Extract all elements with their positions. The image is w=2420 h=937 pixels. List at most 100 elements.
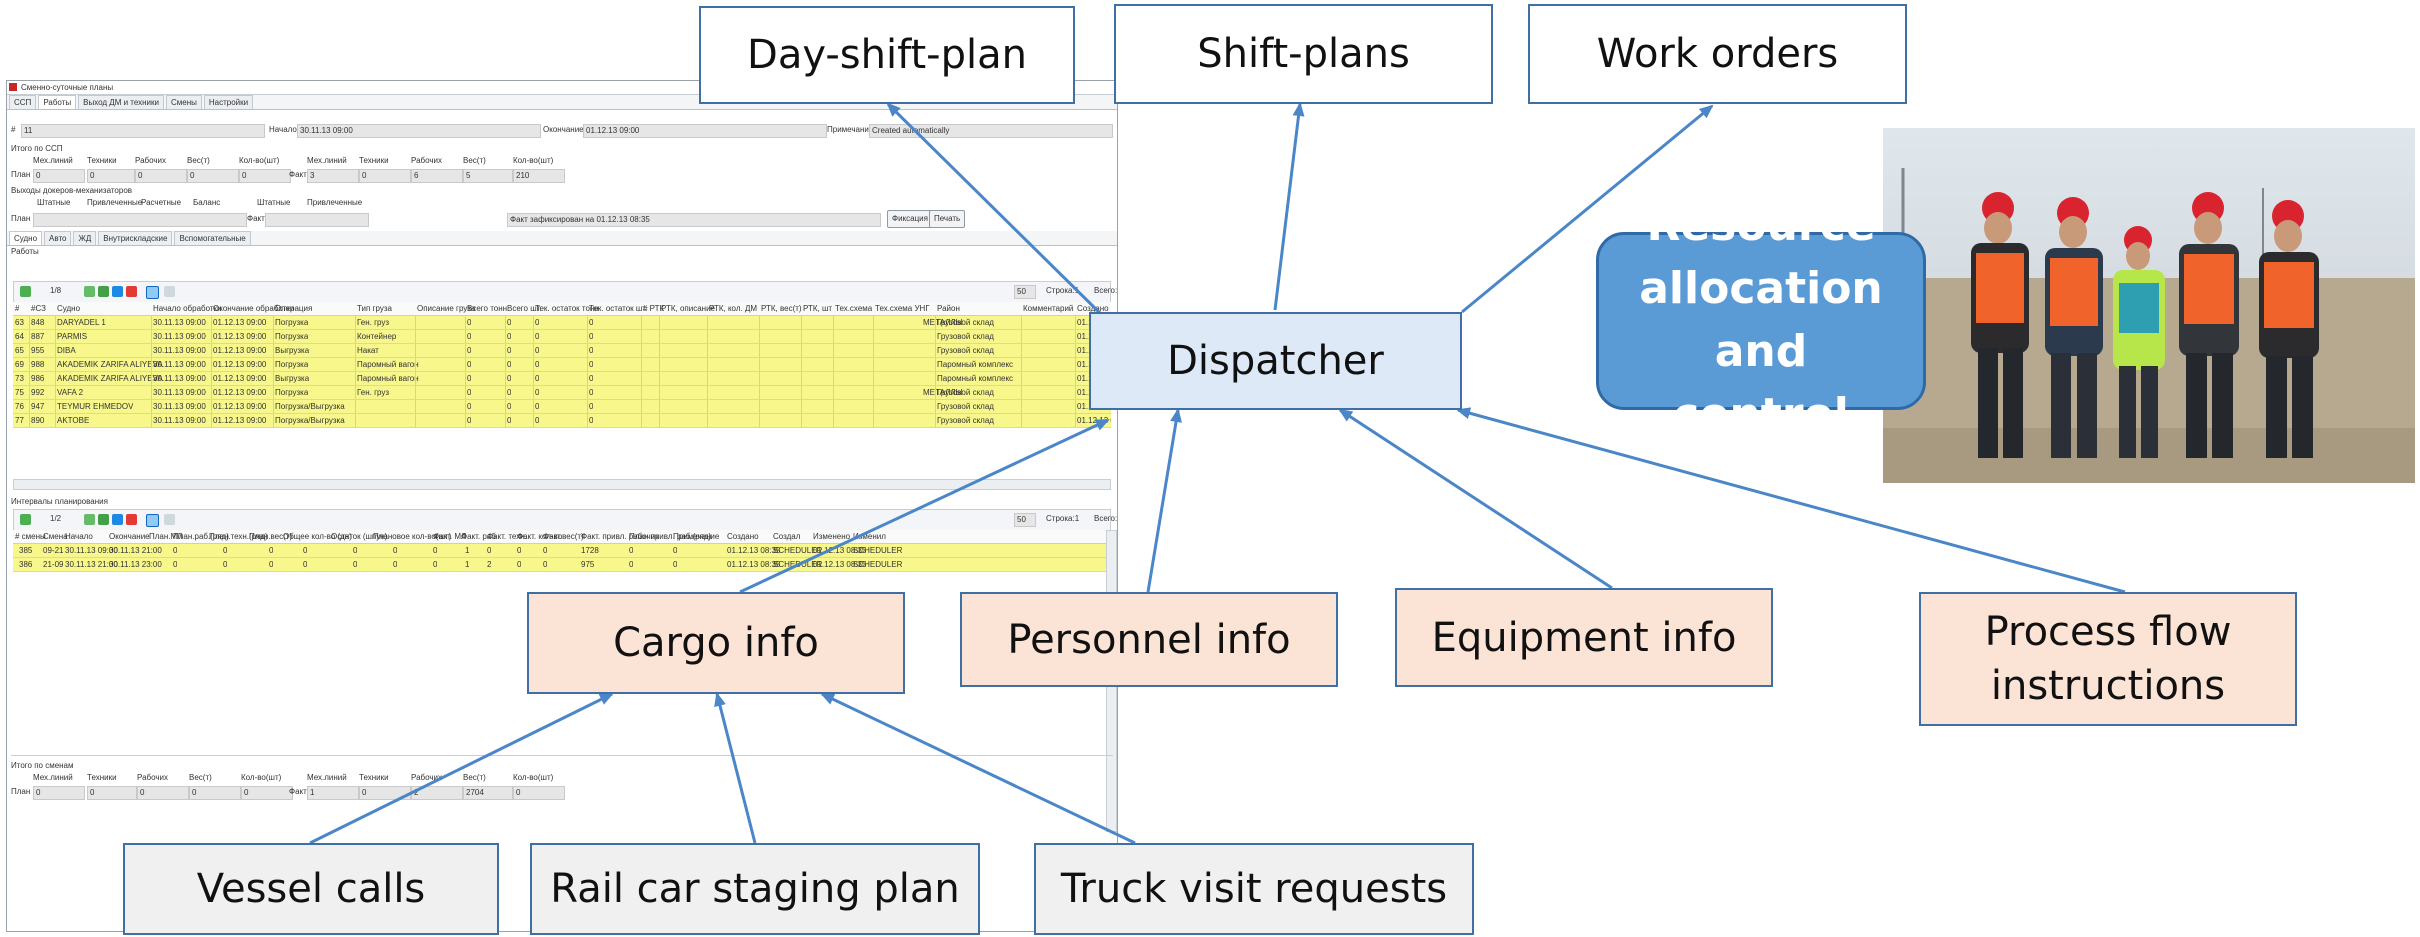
col-header[interactable]: Тип груза: [357, 304, 392, 313]
col-header[interactable]: РТК, описание: [661, 304, 716, 313]
col-header[interactable]: Начало обработки: [153, 304, 222, 313]
col-header[interactable]: Факт.вес(т): [543, 532, 584, 541]
col-header[interactable]: План.вес(т): [249, 532, 293, 541]
table-cell: Грузовой склад: [937, 388, 994, 397]
column-separator: [505, 372, 506, 385]
col-header[interactable]: Создано: [1077, 304, 1109, 313]
column-separator: [935, 372, 936, 385]
table-cell: 0: [517, 546, 522, 555]
shift-plan-label: План: [11, 787, 31, 796]
col-header[interactable]: Судно: [57, 304, 81, 313]
col-header[interactable]: Создано: [727, 532, 759, 541]
copy-icon[interactable]: [98, 514, 109, 525]
col-header[interactable]: # смены: [15, 532, 46, 541]
col-header[interactable]: Операция: [275, 304, 313, 313]
print-button[interactable]: Печать: [929, 210, 966, 228]
col-header[interactable]: Тек. остаток шт.: [589, 304, 648, 313]
col-header[interactable]: Район: [937, 304, 960, 313]
col-header[interactable]: РТК, шт: [803, 304, 833, 313]
col-header[interactable]: Окончание: [109, 532, 150, 541]
tab-works[interactable]: Работы: [38, 95, 77, 109]
note-field[interactable]: Created automatically: [869, 124, 1113, 138]
filter-icon[interactable]: [20, 514, 31, 525]
col-header[interactable]: Изменил: [853, 532, 886, 541]
tab-ssp[interactable]: ССП: [9, 95, 37, 109]
col-header[interactable]: План.МЛ: [149, 532, 183, 541]
col-header[interactable]: Тек. остаток тонн: [535, 304, 599, 313]
add-icon[interactable]: [84, 514, 95, 525]
refresh-icon[interactable]: [112, 514, 123, 525]
search-icon[interactable]: [146, 514, 159, 527]
col-header[interactable]: Факт. раб: [461, 532, 496, 541]
col-header[interactable]: Плановое кол-во(шт): [373, 532, 452, 541]
ssp-plan-value: 0: [87, 169, 135, 183]
column-separator: [1021, 316, 1022, 329]
tab-settings[interactable]: Настройки: [203, 95, 254, 109]
copy-icon[interactable]: [98, 286, 109, 297]
col-header[interactable]: Начало: [65, 532, 93, 541]
subtab-auto[interactable]: Авто: [44, 231, 72, 245]
filter-icon[interactable]: [20, 286, 31, 297]
column-separator: [415, 386, 416, 399]
add-icon[interactable]: [84, 286, 95, 297]
tab-dock-output[interactable]: Выход ДМ и техники: [78, 95, 164, 109]
refresh-icon[interactable]: [112, 286, 123, 297]
col-header[interactable]: План.раб.(ряд): [173, 532, 229, 541]
col-header[interactable]: # РТК: [643, 304, 665, 313]
col-header[interactable]: План привл. раб.(ряд): [629, 532, 712, 541]
delete-icon[interactable]: [126, 514, 137, 525]
col-header[interactable]: Всего шт.: [507, 304, 542, 313]
col-header[interactable]: Создал: [773, 532, 801, 541]
col-header[interactable]: Факт. кол-во: [517, 532, 563, 541]
col-header[interactable]: Тех.схема УНГ: [875, 304, 930, 313]
works-h-scrollbar[interactable]: [13, 479, 1111, 490]
col-header[interactable]: Изменено: [813, 532, 851, 541]
view-icon[interactable]: [164, 514, 175, 525]
subtab-rail[interactable]: ЖД: [73, 231, 97, 245]
col-header[interactable]: Примечание: [673, 532, 720, 541]
col-header[interactable]: Описание груза: [417, 304, 476, 313]
col-header[interactable]: Смена: [43, 532, 68, 541]
col-header[interactable]: Общее кол-во (дн): [283, 532, 352, 541]
col-header[interactable]: Факт. техн.: [487, 532, 527, 541]
subtab-internal[interactable]: Внутрискладские: [98, 231, 173, 245]
search-icon[interactable]: [146, 286, 159, 299]
col-header[interactable]: Факт. МЛ: [433, 532, 467, 541]
table-cell: 0: [589, 416, 594, 425]
col-header[interactable]: Всего тонн: [467, 304, 508, 313]
table-cell: 0: [673, 546, 678, 555]
start-field[interactable]: 30.11.13 09:00: [297, 124, 541, 138]
view-icon[interactable]: [164, 286, 175, 297]
col-header[interactable]: Остаток (шпун): [331, 532, 388, 541]
number-field[interactable]: 11: [21, 124, 265, 138]
subtab-auxiliary[interactable]: Вспомогательные: [174, 231, 251, 245]
shift-fact-label: Факт: [289, 787, 307, 796]
page-size-field[interactable]: 50: [1014, 285, 1036, 299]
col-header[interactable]: Окончание обработки: [213, 304, 295, 313]
col-header[interactable]: #СЗ: [31, 304, 46, 313]
tab-shifts[interactable]: Смены: [165, 95, 202, 109]
subtab-vessel[interactable]: Судно: [9, 231, 43, 245]
arrow-rail-to-cargo: [714, 692, 757, 844]
table-cell: 0: [353, 560, 358, 569]
page-size-field[interactable]: 50: [1014, 513, 1036, 527]
end-field[interactable]: 01.12.13 09:00: [583, 124, 827, 138]
col-header[interactable]: Тех.схема: [835, 304, 873, 313]
col-header[interactable]: РТК, кол. ДМ: [709, 304, 758, 313]
table-cell: 01.12.13 08:35: [1077, 416, 1111, 425]
col-header[interactable]: РТК, вес(т): [761, 304, 802, 313]
col-header[interactable]: Комментарий: [1023, 304, 1074, 313]
delete-icon[interactable]: [126, 286, 137, 297]
col-header[interactable]: #: [15, 304, 20, 313]
col-header[interactable]: Факт. привл. рабочих: [581, 532, 660, 541]
table-cell: TEYMUR EHMEDOV: [57, 402, 134, 411]
col-header[interactable]: План.техн.(ряд): [209, 532, 268, 541]
